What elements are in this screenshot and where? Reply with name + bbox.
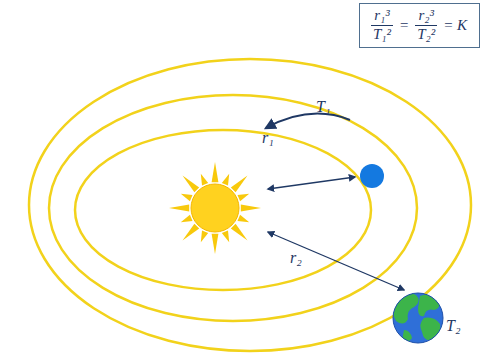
formula-box: r₁³T₁² = r₂³T₂² = K (359, 3, 480, 48)
radius-arrow (268, 177, 355, 189)
sun-ray (238, 194, 250, 201)
planet (360, 164, 384, 188)
denominator: T₁² (371, 25, 393, 43)
numerator: r₂³ (416, 8, 436, 25)
sun-ray (183, 176, 200, 193)
formula-term: = K (443, 17, 467, 34)
period-label: T₂ (446, 318, 460, 334)
sun-ray (231, 176, 248, 193)
sun-ray (212, 234, 219, 254)
formula-term: = (399, 17, 409, 34)
sun-ray (222, 231, 229, 243)
sun-ray (183, 224, 200, 241)
fraction: r₁³T₁² (371, 8, 393, 43)
sun-ray (222, 174, 229, 186)
sun-ray (181, 215, 193, 222)
numerator: r₁³ (372, 8, 392, 25)
fraction: r₂³T₂² (415, 8, 437, 43)
sun-ray (181, 194, 193, 201)
sun-ray (241, 205, 261, 212)
middle-orbit (49, 95, 417, 321)
sun (169, 162, 261, 254)
denominator: T₂² (415, 25, 437, 43)
sun-ray (231, 224, 248, 241)
orbit-ellipses (29, 59, 471, 351)
radius-arrow (268, 232, 404, 290)
radius-label: r₂ (290, 250, 302, 266)
sun-ray (169, 205, 189, 212)
sun-ray (212, 162, 219, 182)
earth (393, 293, 443, 343)
radius-label: r₁ (262, 130, 274, 146)
sun-ray (201, 174, 208, 186)
period-label: T₁ (316, 99, 330, 115)
orbit-direction-arrow (266, 114, 350, 128)
outer-orbit (29, 59, 471, 351)
inner-orbit (75, 130, 371, 290)
sun-ray (201, 231, 208, 243)
sun-ray (238, 215, 250, 222)
